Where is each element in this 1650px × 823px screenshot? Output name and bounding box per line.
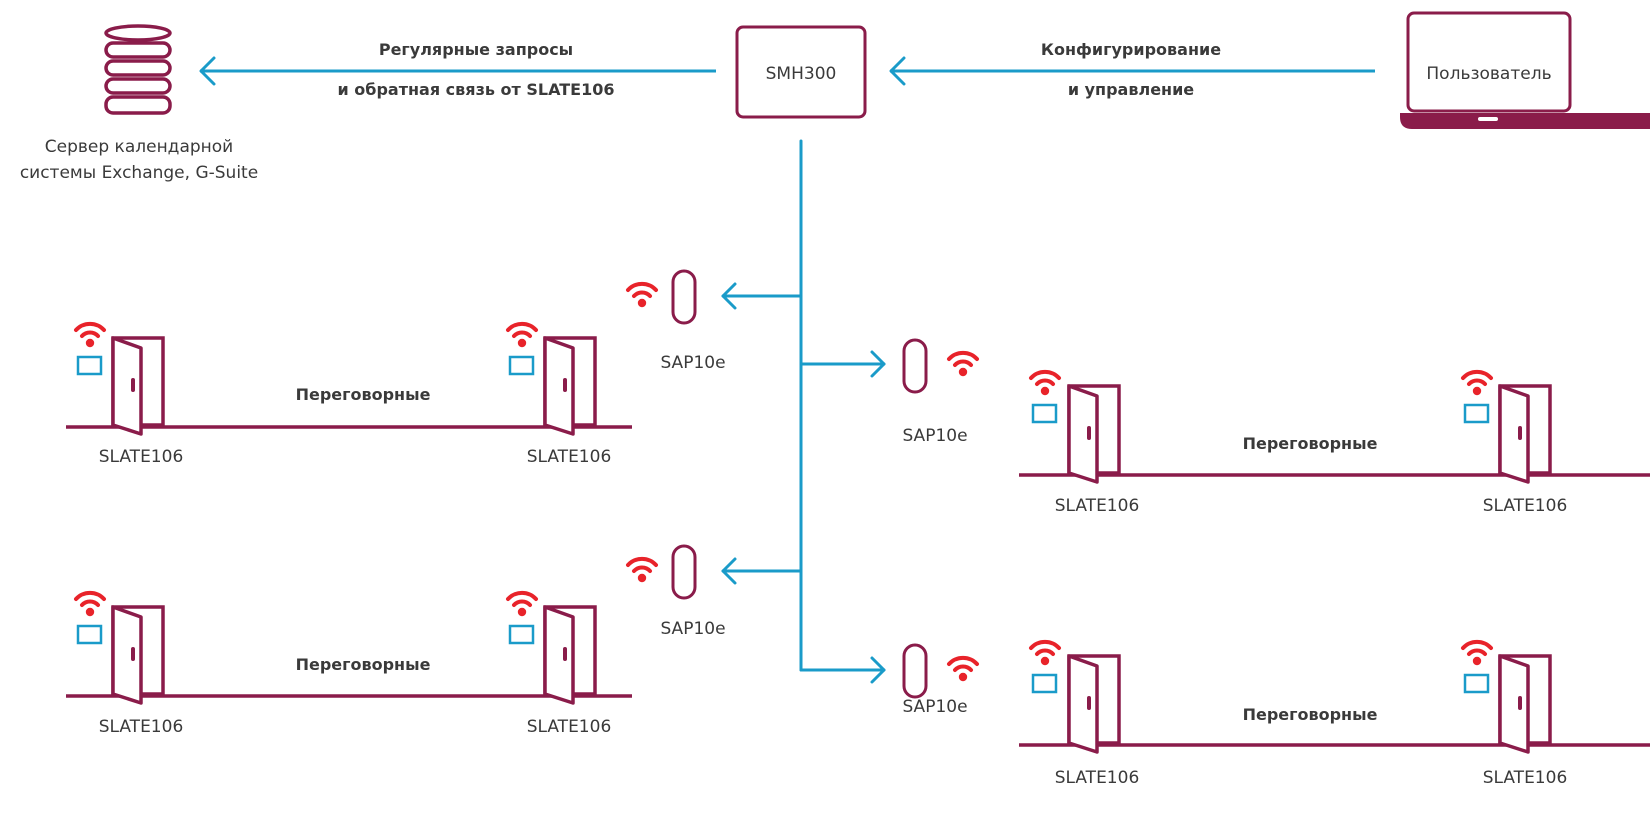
wifi-icon <box>1461 369 1493 398</box>
access-point-label: SAP10e <box>902 426 967 446</box>
room-title: Переговорные <box>296 385 431 404</box>
hub-label: SMH300 <box>766 64 837 84</box>
requests-label-line2: и обратная связь от SLATE106 <box>338 80 615 99</box>
user-label: Пользователь <box>1426 64 1551 84</box>
device-label: SLATE106 <box>1055 768 1140 788</box>
device-label: SLATE106 <box>1483 496 1568 516</box>
meeting-room-3 <box>66 590 632 705</box>
door-icon <box>111 336 165 436</box>
requests-label-line1: Регулярные запросы <box>379 40 573 59</box>
wifi-icon <box>947 655 979 684</box>
database-icon <box>104 24 172 115</box>
config-arrow <box>889 56 1375 86</box>
slate-panel-icon <box>508 624 535 645</box>
wifi-icon <box>74 321 106 350</box>
hub-box <box>735 25 867 119</box>
room-title: Переговорные <box>1243 434 1378 453</box>
room-title: Переговорные <box>1243 705 1378 724</box>
slate-panel-icon <box>1031 673 1058 694</box>
access-point-2 <box>902 338 979 394</box>
access-point-4 <box>902 643 979 699</box>
laptop-icon <box>1400 11 1650 129</box>
access-point-3 <box>626 544 697 600</box>
wifi-icon <box>626 556 658 585</box>
slate-panel-icon <box>508 355 535 376</box>
access-point-1 <box>626 269 697 325</box>
access-point-label: SAP10e <box>660 619 725 639</box>
meeting-room-1 <box>66 321 632 436</box>
requests-arrow <box>199 56 716 86</box>
server-label-line1: Сервер календарной <box>45 137 233 157</box>
slate-panel-icon <box>76 624 103 645</box>
wifi-icon <box>626 281 658 310</box>
wifi-icon <box>947 350 979 379</box>
device-label: SLATE106 <box>1055 496 1140 516</box>
wifi-icon <box>1029 639 1061 668</box>
wifi-icon <box>74 590 106 619</box>
network-trunk <box>721 139 886 684</box>
wifi-icon <box>506 590 538 619</box>
door-icon <box>1498 654 1552 754</box>
config-label-line2: и управление <box>1068 80 1194 99</box>
door-icon <box>1067 654 1121 754</box>
door-icon <box>111 605 165 705</box>
meeting-room-4 <box>1019 639 1650 754</box>
wifi-icon <box>1029 369 1061 398</box>
meeting-room-2 <box>1019 369 1650 484</box>
access-point-label: SAP10e <box>660 353 725 373</box>
door-icon <box>1498 384 1552 484</box>
access-point-label: SAP10e <box>902 697 967 717</box>
wifi-icon <box>506 321 538 350</box>
device-label: SLATE106 <box>1483 768 1568 788</box>
slate-panel-icon <box>76 355 103 376</box>
device-label: SLATE106 <box>527 717 612 737</box>
slate-panel-icon <box>1031 403 1058 424</box>
door-icon <box>543 336 597 436</box>
device-label: SLATE106 <box>527 447 612 467</box>
server-label-line2: системы Exchange, G-Suite <box>20 163 258 183</box>
device-label: SLATE106 <box>99 447 184 467</box>
slate-panel-icon <box>1463 673 1490 694</box>
wifi-icon <box>1461 639 1493 668</box>
door-icon <box>1067 384 1121 484</box>
slate-panel-icon <box>1463 403 1490 424</box>
door-icon <box>543 605 597 705</box>
device-label: SLATE106 <box>99 717 184 737</box>
config-label-line1: Конфигурирование <box>1041 40 1221 59</box>
room-title: Переговорные <box>296 655 431 674</box>
